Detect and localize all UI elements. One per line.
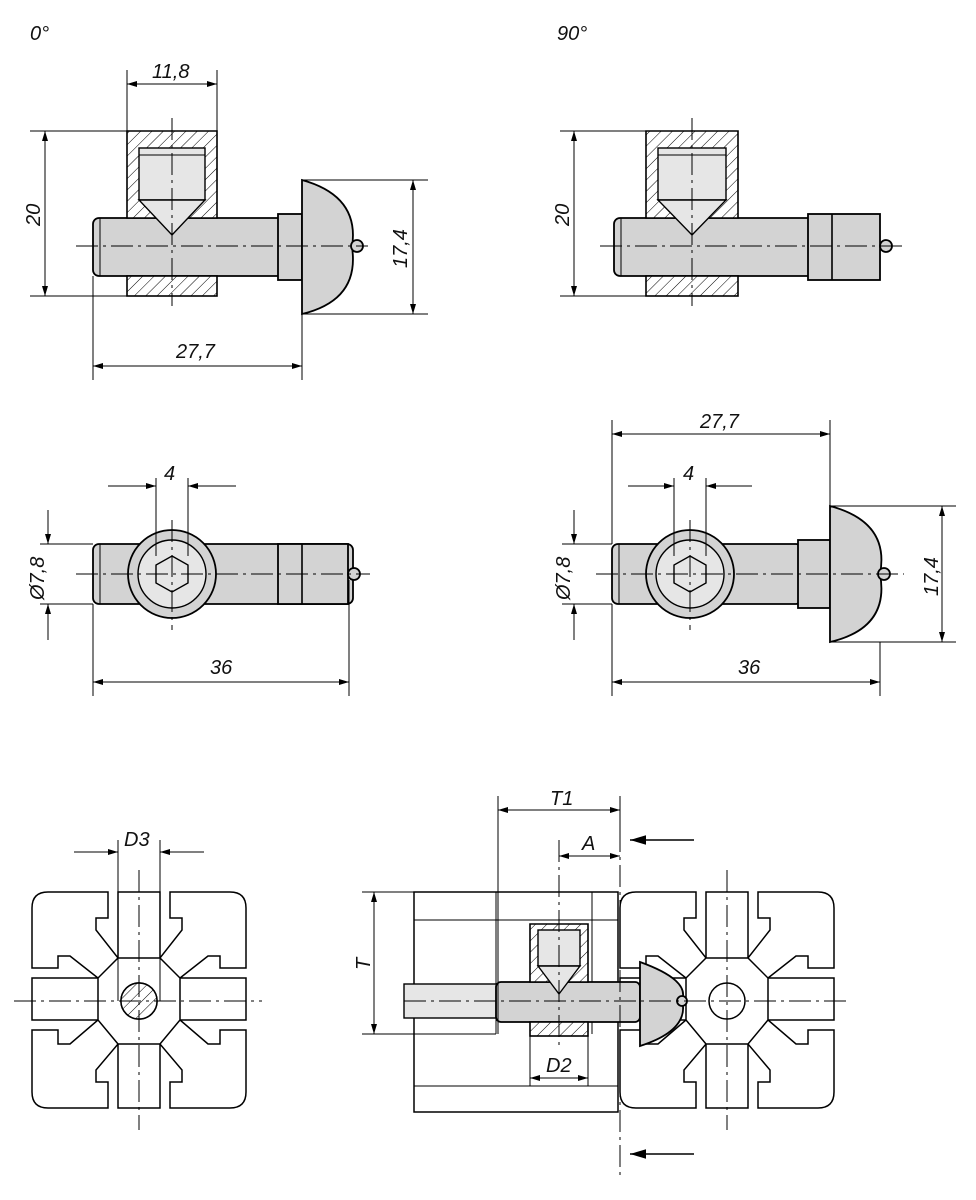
dim-hex-4-right: 4 bbox=[628, 463, 752, 556]
dim-head-17-4-left: 17,4 bbox=[302, 179, 428, 315]
view-label-0deg: 0° bbox=[30, 23, 49, 45]
dim-label-t: T bbox=[353, 956, 375, 970]
dim-total-36-right: 36 bbox=[611, 604, 881, 696]
profile-section-left bbox=[14, 840, 262, 1130]
front-view-right bbox=[596, 504, 904, 644]
dim-label-pin-dia-left: Ø7,8 bbox=[27, 557, 49, 601]
dim-label-d3: D3 bbox=[124, 829, 150, 851]
dim-label-36-left: 36 bbox=[210, 657, 233, 679]
dim-d3: D3 bbox=[74, 829, 204, 855]
dim-height-20-right: 20 bbox=[552, 130, 646, 297]
dim-length-27-7-left: 27,7 bbox=[92, 276, 303, 380]
dim-label-4-right: 4 bbox=[683, 463, 694, 485]
dim-label-d2: D2 bbox=[546, 1055, 572, 1077]
dim-label-t1: T1 bbox=[550, 788, 573, 810]
view-label-90deg: 90° bbox=[557, 23, 587, 45]
dim-label-4-left: 4 bbox=[164, 463, 175, 485]
dim-label-11-8: 11,8 bbox=[152, 61, 189, 83]
front-view-left bbox=[76, 520, 370, 630]
dim-hex-4-left: 4 bbox=[108, 463, 236, 556]
side-view-0deg bbox=[76, 118, 368, 316]
dim-height-20-left: 20 bbox=[23, 130, 127, 297]
dim-label-17-4-left: 17,4 bbox=[390, 229, 412, 268]
dim-label-27-7-left: 27,7 bbox=[175, 341, 216, 363]
dim-label-a: A bbox=[581, 833, 595, 855]
dim-pin-dia-right: Ø7,8 bbox=[553, 510, 612, 640]
dim-pin-dia-left: Ø7,8 bbox=[27, 510, 93, 640]
dim-label-27-7-right: 27,7 bbox=[699, 411, 740, 433]
dim-nut-width: 11,8 bbox=[126, 61, 218, 131]
dim-t1: T1 bbox=[497, 788, 621, 1034]
dim-head-17-4-right: 17,4 bbox=[830, 505, 956, 643]
dim-total-36-left: 36 bbox=[92, 580, 350, 696]
dim-t: T bbox=[353, 891, 496, 1035]
dim-label-36-right: 36 bbox=[738, 657, 761, 679]
dim-label-pin-dia-right: Ø7,8 bbox=[553, 557, 575, 601]
dim-label-20-left: 20 bbox=[23, 204, 45, 227]
dim-a: A bbox=[559, 833, 620, 859]
dim-length-27-7-right: 27,7 bbox=[611, 411, 831, 544]
dim-d2: D2 bbox=[529, 1036, 589, 1086]
assembly-view bbox=[403, 830, 850, 1180]
dim-label-17-4-right: 17,4 bbox=[921, 557, 943, 596]
dim-label-20-right: 20 bbox=[552, 204, 574, 227]
side-view-90deg bbox=[600, 118, 904, 306]
